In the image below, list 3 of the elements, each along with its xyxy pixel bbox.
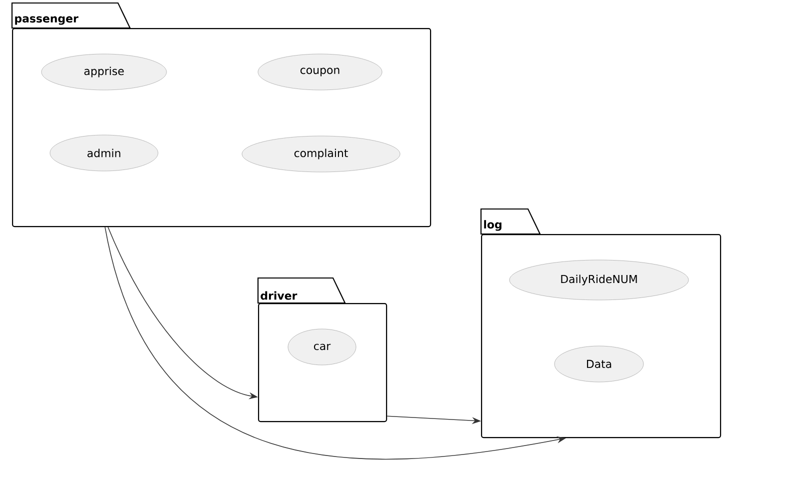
node-label: driver — [260, 291, 298, 300]
node-label: log — [484, 220, 502, 231]
node-label: passenger — [15, 16, 78, 25]
